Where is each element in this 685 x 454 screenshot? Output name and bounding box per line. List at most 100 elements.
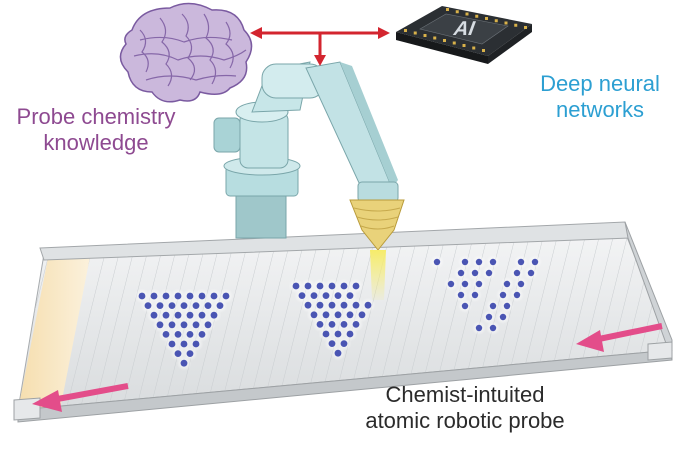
atom	[489, 302, 497, 310]
atom	[222, 292, 230, 300]
chip-pin	[455, 10, 459, 14]
atom	[358, 311, 366, 319]
atom	[304, 282, 312, 290]
atom	[310, 292, 318, 299]
atom	[485, 313, 493, 321]
chip-pin	[482, 49, 485, 52]
chip-pin	[443, 39, 446, 42]
atom	[489, 324, 497, 332]
atom	[192, 340, 200, 348]
chip-pin	[494, 19, 498, 23]
atom	[316, 301, 324, 309]
atom	[204, 321, 212, 329]
atom	[322, 330, 330, 338]
flow-arrow-left-icon	[32, 323, 663, 412]
atom	[457, 269, 465, 277]
atom	[503, 302, 511, 310]
atom	[322, 311, 330, 319]
atom	[316, 282, 324, 290]
atom	[198, 292, 206, 300]
chip-pin	[485, 17, 488, 20]
atom	[186, 350, 194, 357]
atom	[150, 311, 158, 319]
atom	[352, 321, 360, 328]
chip-pin	[413, 31, 417, 35]
atom	[340, 340, 348, 347]
atom	[216, 302, 224, 309]
chip-pin	[475, 14, 479, 18]
atom	[475, 258, 483, 266]
molecule-pattern-middle	[288, 278, 376, 361]
atom	[485, 269, 493, 277]
atom	[210, 311, 218, 319]
atom	[198, 331, 206, 338]
atom	[180, 321, 188, 329]
connector-arrows	[250, 27, 390, 66]
chip-pin	[514, 23, 518, 27]
atom	[168, 321, 176, 329]
chip-pin	[404, 29, 407, 32]
probe-chemistry-line-1: Probe chemistry	[16, 104, 176, 129]
chip-pin	[423, 34, 427, 37]
atom	[186, 311, 194, 319]
atom	[461, 302, 469, 310]
atom	[328, 340, 336, 347]
atom	[334, 330, 342, 338]
atom	[162, 292, 170, 300]
atom	[180, 302, 188, 309]
deep-networks-line-2: networks	[555, 96, 645, 122]
atom	[352, 301, 360, 309]
atom	[433, 258, 441, 266]
atom	[461, 280, 469, 288]
atom	[340, 282, 348, 290]
atom	[180, 340, 188, 348]
atom	[180, 359, 188, 367]
robot-probe-line-1: Chemist-intuited	[385, 382, 545, 407]
robot-probe-line-2: atomic robotic probe	[365, 407, 565, 433]
atom	[499, 291, 507, 299]
atom	[186, 331, 194, 338]
atom	[168, 302, 176, 309]
chip-pin	[452, 41, 456, 45]
deep-networks-label: Deep neural networks	[520, 71, 680, 123]
atom	[475, 324, 483, 332]
atom	[471, 269, 479, 277]
atom	[138, 292, 146, 300]
atom	[334, 311, 342, 319]
atom	[322, 292, 330, 299]
atom	[364, 301, 372, 309]
chip-pin	[472, 46, 476, 50]
atom	[457, 291, 465, 299]
robot-probe-label: Chemist-intuited atomic robotic probe	[330, 382, 600, 434]
atom	[503, 280, 511, 288]
ai-chip-icon: AI	[396, 6, 532, 64]
atom	[475, 280, 483, 288]
atom	[517, 280, 525, 288]
atom	[346, 292, 354, 299]
atom	[168, 340, 176, 348]
atom	[310, 311, 318, 319]
atom	[162, 311, 170, 319]
atom	[210, 292, 218, 300]
atom	[352, 282, 360, 290]
atom	[531, 258, 539, 266]
chip-pin	[465, 12, 469, 16]
atom	[174, 350, 182, 357]
atom	[144, 302, 152, 309]
atom	[186, 292, 194, 300]
atom	[328, 282, 336, 290]
atom	[298, 292, 306, 299]
atom	[192, 321, 200, 329]
chip-pin	[524, 26, 527, 29]
chip-pin	[504, 21, 508, 25]
probe-chemistry-label: Probe chemistry knowledge	[0, 104, 192, 156]
atom	[328, 301, 336, 309]
atom	[334, 349, 342, 357]
atom	[304, 301, 312, 309]
atom	[461, 258, 469, 266]
brain-icon	[119, 2, 253, 103]
atom	[174, 292, 182, 300]
atom	[499, 313, 507, 321]
chip-label: AI	[450, 18, 478, 40]
